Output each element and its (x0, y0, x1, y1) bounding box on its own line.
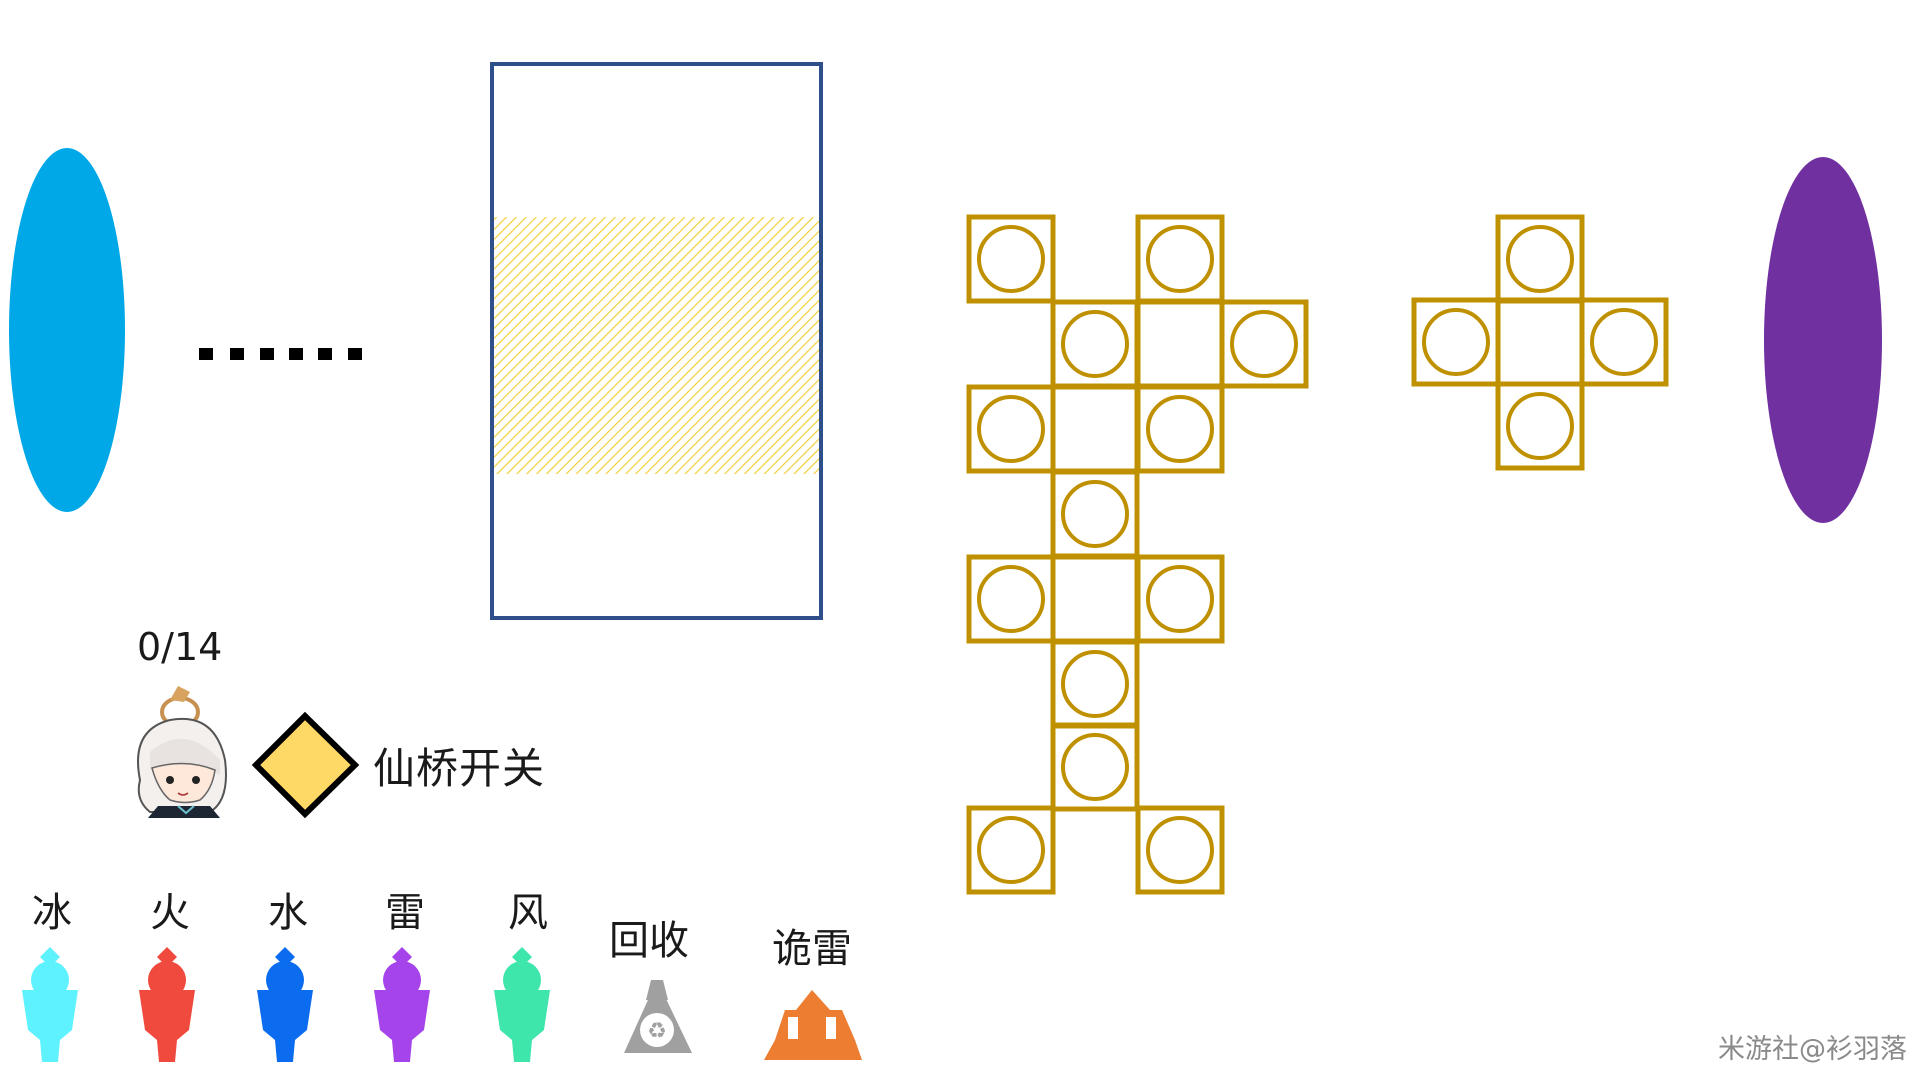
tile-with-circle (966, 805, 1056, 895)
left-portal-ellipse (9, 148, 125, 512)
tile-empty (1495, 297, 1585, 387)
water-label: 水 (268, 890, 308, 936)
tile-circle (1061, 733, 1129, 801)
recycle-icon: ♻ (624, 980, 692, 1053)
watermark: 米游社@衫羽落 (1718, 1034, 1907, 1065)
tile-with-circle (1495, 214, 1585, 304)
tile-circle (977, 225, 1045, 293)
tile-circle (1506, 392, 1574, 460)
tile-circle (1506, 225, 1574, 293)
tile-circle (1422, 308, 1490, 376)
thunder-figure-icon (374, 947, 430, 1062)
tile-circle (1061, 480, 1129, 548)
paimon-avatar (137, 686, 227, 818)
tile-circle (1590, 308, 1658, 376)
bridge-frame (490, 62, 823, 620)
svg-text:♻: ♻ (647, 1019, 667, 1044)
wind-label: 风 (508, 890, 548, 936)
fire-label: 火 (150, 890, 190, 936)
element-figures (22, 947, 550, 1062)
weird-thunder-icon (764, 990, 862, 1060)
tile-with-circle (1219, 299, 1309, 389)
tile-with-circle (1135, 554, 1225, 644)
tile-circle (1146, 225, 1214, 293)
right-portal-ellipse (1764, 157, 1882, 523)
ellipsis-dots (199, 348, 362, 360)
ice-figure-icon (22, 947, 78, 1062)
ice-label: 冰 (32, 890, 72, 936)
collect-counter: 0/14 (137, 625, 223, 669)
bridge-switch-label: 仙桥开关 (373, 744, 546, 793)
tile-with-circle (1050, 639, 1140, 729)
water-figure-icon (257, 947, 313, 1062)
tile-with-circle (966, 214, 1056, 304)
bridge-hatched-area (494, 217, 820, 474)
weird-thunder-label: 诡雷 (772, 926, 852, 972)
tile-circle (1061, 650, 1129, 718)
tile-empty (1050, 384, 1140, 474)
tile-empty (1135, 299, 1225, 389)
tile-grid (966, 214, 1669, 895)
tile-with-circle (1135, 214, 1225, 304)
tile-with-circle (1050, 722, 1140, 812)
tile-with-circle (1050, 469, 1140, 559)
tile-with-circle (1579, 297, 1669, 387)
tile-with-circle (1135, 805, 1225, 895)
tile-circle (1146, 565, 1214, 633)
tile-circle (1146, 816, 1214, 884)
tile-with-circle (1050, 299, 1140, 389)
tile-circle (977, 816, 1045, 884)
tile-circle (1061, 310, 1129, 378)
wind-figure-icon (494, 947, 550, 1062)
thunder-label: 雷 (385, 890, 425, 936)
tile-with-circle (966, 554, 1056, 644)
tile-empty (1050, 554, 1140, 644)
fire-figure-icon (139, 947, 195, 1062)
tile-circle (1230, 310, 1298, 378)
recycle-label: 回收 (609, 918, 689, 964)
tile-with-circle (1411, 297, 1501, 387)
tile-with-circle (966, 384, 1056, 474)
tile-with-circle (1135, 384, 1225, 474)
tile-circle (977, 395, 1045, 463)
tile-circle (1146, 395, 1214, 463)
tile-with-circle (1495, 381, 1585, 471)
tile-circle (977, 565, 1045, 633)
bridge-switch-diamond (251, 711, 360, 819)
